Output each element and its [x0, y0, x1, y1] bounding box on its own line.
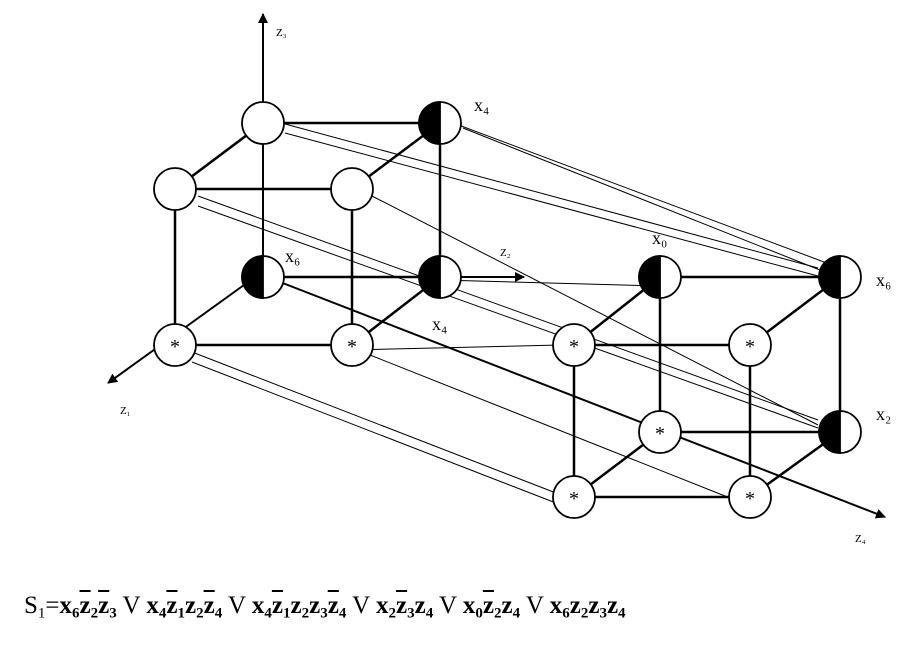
- boolean-formula: S1=x6z2z3 V x4z1z2z4 V x4z1z2z3z4 V x2z3…: [24, 592, 904, 623]
- node-plain: [330, 167, 374, 211]
- node-half-filled: [241, 255, 285, 299]
- axes: [107, 13, 886, 519]
- formula-factor: z3: [98, 592, 117, 622]
- star-mark: *: [569, 336, 579, 358]
- formula-factor: x6: [549, 592, 570, 622]
- formula-factor: z4: [501, 592, 521, 622]
- star-mark: *: [569, 488, 579, 510]
- star-mark: *: [347, 336, 357, 358]
- star-marks: * * * * * * *: [170, 336, 755, 510]
- node-half-filled: [418, 255, 462, 299]
- formula-factor: z2: [482, 592, 502, 622]
- node-half-filled: [418, 101, 462, 145]
- formula-factor: z3: [309, 592, 328, 622]
- nodes: [153, 101, 862, 519]
- formula-factor: z2: [569, 592, 589, 622]
- z3-axis-label: Z₃: [276, 27, 287, 39]
- formula-factor: z2: [79, 592, 99, 622]
- formula-factor: x0: [462, 592, 483, 622]
- formula-or-operator: V: [116, 592, 147, 619]
- formula-or-operator: V: [222, 592, 252, 619]
- formula-term: x6z2z3z4: [549, 592, 626, 622]
- star-mark: *: [745, 488, 755, 510]
- star-mark: *: [655, 423, 665, 445]
- hypercube-diagram: * * * * * * * Z₃ Z₁ Z₂ Z₄ x₄ x₆ x₄ x₀ x₆…: [107, 13, 891, 545]
- label-x4-top: x₄: [474, 95, 489, 115]
- formula-factor: z1: [271, 592, 291, 622]
- label-x2: x₂: [876, 404, 891, 424]
- node-plain: [153, 167, 197, 211]
- z4-axis-label: Z₄: [855, 533, 866, 545]
- node-half-filled: [818, 410, 862, 454]
- formula-term: x2z3z4: [375, 592, 434, 622]
- label-x6-right: x₆: [876, 270, 891, 290]
- formula-term: x6z2z3: [59, 592, 117, 622]
- formula-factor: z1: [166, 592, 185, 622]
- formula-or-operator: V: [433, 592, 463, 619]
- formula-factor: x4: [146, 592, 167, 622]
- formula-factor: z4: [414, 592, 434, 622]
- cube-edges: [173, 121, 842, 499]
- formula-factor: z3: [395, 592, 415, 622]
- formula-factor: x4: [251, 592, 272, 622]
- formula-term: x4z1z2z4: [146, 592, 223, 622]
- star-mark: *: [745, 336, 755, 358]
- formula-or-operator: V: [346, 592, 376, 619]
- projection-lines: [191, 117, 841, 504]
- label-x4-mid: x₄: [432, 314, 447, 334]
- formula-factor: z2: [185, 592, 204, 622]
- node-half-filled: [638, 255, 682, 299]
- formula-factor: z4: [327, 592, 347, 622]
- formula-term: x0z2z4: [462, 592, 521, 622]
- formula-factor: x6: [59, 592, 80, 622]
- star-mark: *: [170, 336, 180, 358]
- formula-term: x4z1z2z3z4: [251, 592, 347, 622]
- node-half-filled: [818, 255, 862, 299]
- label-x6-left: x₆: [285, 246, 300, 266]
- formula-terms: x6z2z3 V x4z1z2z4 V x4z1z2z3z4 V x2z3z4 …: [59, 592, 626, 622]
- formula-factor: z3: [588, 592, 607, 622]
- z1-axis-label: Z₁: [120, 405, 131, 417]
- formula-factor: z2: [290, 592, 310, 622]
- formula-factor: z4: [606, 592, 626, 622]
- z2-axis-label: Z₂: [500, 247, 511, 259]
- formula-or-operator: V: [520, 592, 550, 619]
- formula-factor: z4: [203, 592, 223, 622]
- formula-factor: x2: [375, 592, 396, 622]
- node-plain: [241, 101, 285, 145]
- label-x0: x₀: [652, 228, 667, 248]
- formula-lhs: S1=: [24, 592, 60, 622]
